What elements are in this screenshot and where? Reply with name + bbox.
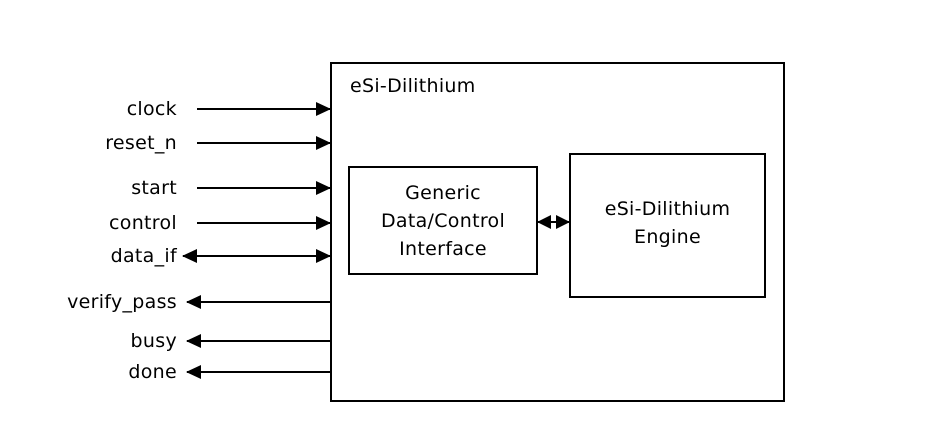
signal-label-done: done <box>128 361 177 383</box>
signal-label-clock: clock <box>126 98 177 120</box>
output-arrow-icon <box>186 334 330 348</box>
signal-row-clock: clock <box>0 96 331 122</box>
block-label-line: Data/Control <box>380 209 506 232</box>
block-label-line: eSi-Dilithium <box>604 198 731 220</box>
block-label-line: Interface <box>399 237 487 260</box>
interface-engine-bidirectional-arrow-icon <box>537 215 570 229</box>
signal-label-busy: busy <box>130 330 177 352</box>
output-arrow-icon <box>186 365 330 379</box>
output-arrow-icon <box>186 295 330 309</box>
signal-label-start: start <box>131 177 177 199</box>
block-label-line: Generic <box>405 181 481 204</box>
signal-label-control: control <box>109 212 177 234</box>
signal-row-data-if: data_if <box>0 243 331 269</box>
signal-label-reset-n: reset_n <box>105 132 177 154</box>
input-arrow-icon <box>197 181 331 195</box>
input-arrow-icon <box>197 102 331 116</box>
block-esi-dilithium-engine: eSi-Dilithium Engine <box>569 153 766 298</box>
signal-row-start: start <box>0 175 331 201</box>
input-arrow-icon <box>197 136 331 150</box>
signal-row-done: done <box>0 359 330 385</box>
signal-label-data-if: data_if <box>110 245 177 267</box>
signal-row-verify-pass: verify_pass <box>0 289 330 315</box>
signal-label-verify-pass: verify_pass <box>67 291 177 313</box>
signal-row-control: control <box>0 210 331 236</box>
block-generic-data-control-interface: Generic Data/Control Interface <box>348 166 538 275</box>
input-arrow-icon <box>197 216 331 230</box>
bidirectional-arrow-icon <box>182 249 331 263</box>
module-title: eSi-Dilithium <box>350 75 476 97</box>
block-label-line: Engine <box>634 226 701 248</box>
signal-row-reset-n: reset_n <box>0 130 331 156</box>
signal-row-busy: busy <box>0 328 330 354</box>
